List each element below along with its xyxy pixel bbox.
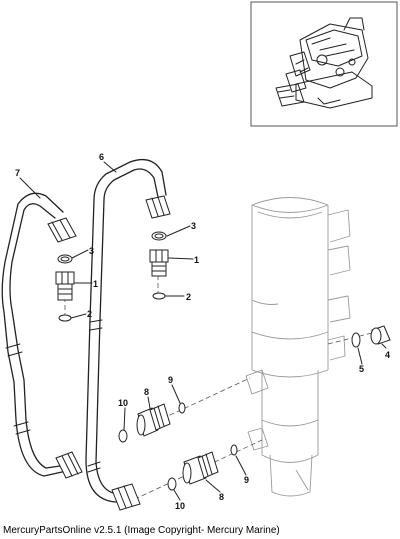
o-ring-9-lower [230,444,238,456]
callout-9-lower: 9 [244,475,249,485]
callout-6: 6 [99,152,104,162]
callout-8-upper: 8 [144,387,149,397]
engine-thumbnail [275,17,373,109]
callout-10-upper: 10 [118,398,128,408]
callout-8-lower: 8 [219,492,224,502]
callout-4: 4 [385,350,390,360]
hose-7 [1,192,64,477]
callout-5: 5 [359,364,364,374]
callout-3-left: 3 [89,246,94,256]
assembly-lines [64,268,373,507]
fitting-8-upper [136,403,171,437]
o-ring-3-right [151,231,167,241]
hose-6-upper-nut [145,195,171,219]
callout-1-left: 1 [93,279,98,289]
callout-2-right: 2 [186,292,191,302]
o-ring-10-lower [167,477,177,491]
leader-lines [19,161,387,501]
callout-7: 7 [15,168,20,178]
cooler-housing [245,197,351,497]
callout-labels: 7 6 3 3 1 1 2 2 4 5 8 9 10 8 9 10 [15,152,390,511]
o-ring-2-right [152,292,166,300]
engine-locator-inset [250,1,398,127]
hose-6 [85,158,167,503]
fitting-8-lower [182,451,219,485]
callout-3-right: 3 [191,221,196,231]
o-ring-5 [351,332,361,348]
callout-10-lower: 10 [175,501,185,511]
o-ring-2-left [58,314,72,322]
o-ring-3-right-inner [154,233,164,239]
plug-4 [370,325,391,345]
hose-7-lower-nut [55,451,83,479]
o-ring-9-upper [178,402,186,414]
copyright-footer: MercuryPartsOnline v2.5.1 (Image Copyrig… [3,525,280,536]
hose-7-upper-nut [47,217,77,243]
fitting-1-left [55,271,75,301]
o-ring-10-upper [118,429,128,443]
fitting-1-right [149,249,169,277]
callout-9-upper: 9 [168,375,173,385]
callout-1-right: 1 [194,255,199,265]
callout-2-left: 2 [87,309,92,319]
hose-6-lower-nut [111,483,141,511]
o-ring-3-left-inner [60,256,70,262]
o-ring-3-left [57,254,73,264]
